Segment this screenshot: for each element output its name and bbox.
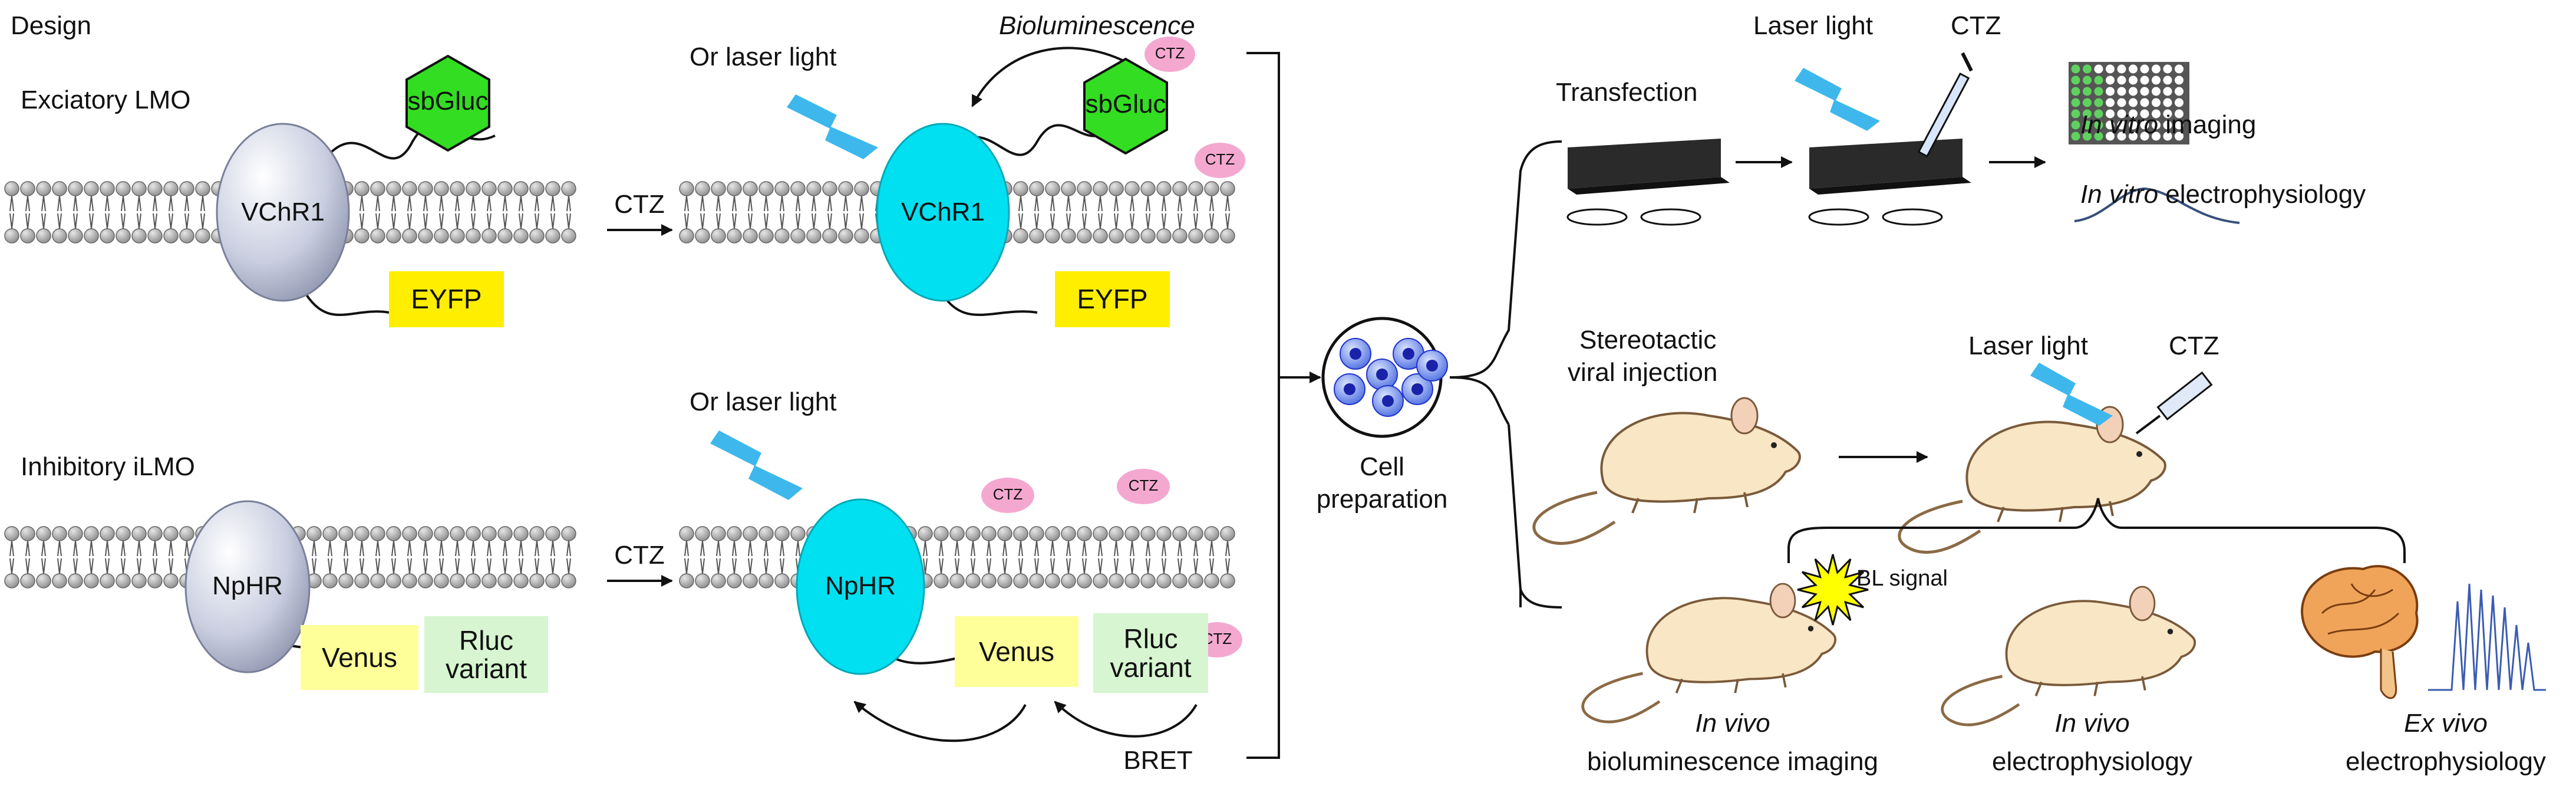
vitro-imaging-label: In vitro imaging (2080, 110, 2257, 139)
excitatory-title: Exciatory LMO (21, 86, 191, 114)
outcome-brace (1787, 498, 2406, 563)
sbgluc-active-label: sbGluc (1085, 90, 1166, 119)
ctz-molecule (981, 478, 1034, 513)
ctz-molecule (1195, 143, 1245, 178)
injection-label-line2: viral injection (1568, 358, 1718, 387)
mouse-icon (1532, 397, 1801, 545)
lightning-bolt-icon (710, 430, 803, 500)
eyfp-label: EYFP (411, 284, 482, 315)
vivo-imaging-subtitle: bioluminescence imaging (1587, 747, 1879, 776)
lightning-bolt-icon (2030, 363, 2113, 426)
rluc-label-line2: variant (1110, 652, 1192, 683)
bret-label: BRET (1123, 746, 1193, 775)
lightning-bolt-icon (1795, 68, 1880, 131)
cell-cluster (1334, 338, 1448, 417)
rluc-label-line1: Rluc (1123, 623, 1178, 655)
lipid-bilayer (679, 526, 1235, 588)
sbgluc-label: sbGluc (407, 87, 489, 116)
cell-prep-label-line2: preparation (1316, 485, 1448, 514)
well-plate-image (2069, 62, 2189, 144)
lipid-bilayer (679, 181, 1235, 244)
vchr1-channel-active (876, 123, 1010, 302)
lightning-bolt-icon (787, 94, 878, 159)
nphr-label: NpHR (212, 571, 283, 600)
injection-label-line1: Stereotactic (1579, 325, 1717, 354)
rluc-label-line2: variant (445, 653, 527, 684)
vivo-imaging-title: In vivo (1695, 709, 1770, 738)
multiwell-plate-stimulated (1795, 52, 1973, 226)
vchr1-label: VChR1 (241, 198, 325, 226)
inhibitory-on-panel (710, 430, 1242, 742)
inhibitory-ctz-label: CTZ (614, 541, 665, 570)
vitro-ephys-label: In vitro electrophysiology (2080, 180, 2366, 209)
vivo-ephys-title: In vivo (2054, 709, 2130, 738)
vitro-ctz-label: CTZ (1951, 11, 2001, 40)
venus-label: Venus (322, 642, 397, 673)
ephys-trace (2074, 187, 2240, 224)
exvivo-ephys-title: Ex vivo (2404, 709, 2488, 738)
eyfp-label: EYFP (1077, 284, 1148, 315)
excitatory-on-panel (787, 37, 1245, 316)
sbgluc-hexagon-active (1083, 57, 1168, 155)
vivo-ctz-label: CTZ (2169, 331, 2219, 360)
ctz-label: CTZ (1155, 44, 1185, 62)
mouse-icon (1581, 583, 1837, 724)
vchr1-channel-inactive (216, 123, 350, 302)
ctz-label: CTZ (992, 485, 1023, 503)
membranes (4, 181, 1235, 588)
vitro-laser-label: Laser light (1753, 11, 1874, 40)
spike-train-trace (2428, 583, 2546, 691)
bioluminescence-label: Bioluminescence (999, 11, 1195, 40)
bioluminescence-arrow (971, 47, 1132, 107)
eyfp-box-active: EYFP (1055, 271, 1170, 327)
mouse-icon (1898, 406, 2166, 554)
eyfp-box: EYFP (389, 271, 504, 327)
cell-prep-label-line1: Cell (1360, 452, 1404, 481)
exvivo-ephys-subtitle: electrophysiology (2346, 747, 2546, 776)
design-title: Design (11, 11, 91, 40)
branch-brace (1449, 140, 1562, 609)
excitatory-off-panel (216, 54, 496, 316)
ctz-label: CTZ (1128, 476, 1159, 494)
pipette-icon (1917, 52, 1973, 158)
vchr1-active-label: VChR1 (901, 198, 985, 226)
nphr-active-label: NpHR (825, 571, 896, 600)
nphr-channel-active (796, 498, 925, 675)
bl-signal-label: BL signal (1856, 566, 1948, 591)
multiwell-plate (1566, 139, 1730, 226)
vivo-laser-label: Laser light (1968, 331, 2089, 360)
laser-label: Or laser light (690, 387, 837, 416)
ctz-molecule (1117, 469, 1170, 504)
inhibitory-off-panel (184, 500, 384, 673)
merge-bracket (1246, 52, 1280, 759)
mouse-icon (1941, 586, 2196, 726)
transfection-label: Transfection (1556, 78, 1698, 107)
venus-label: Venus (979, 636, 1054, 667)
nphr-channel-inactive (184, 500, 311, 673)
bl-signal-burst-icon (1797, 554, 1869, 626)
venus-box: Venus (301, 625, 418, 690)
brain-icon (2301, 565, 2419, 699)
bret-arrow (853, 701, 1027, 742)
bret-arrow (1054, 701, 1198, 738)
excitatory-ctz-label: CTZ (614, 190, 665, 219)
venus-box-active: Venus (955, 616, 1078, 687)
ctz-label: CTZ (1205, 150, 1235, 168)
sbgluc-hexagon (405, 54, 490, 152)
syringe-icon (2135, 371, 2213, 435)
laser-label: Or laser light (690, 42, 837, 71)
ctz-molecule (1144, 37, 1195, 72)
rluc-label-line1: Rluc (459, 624, 513, 656)
inhibitory-title: Inhibitory iLMO (21, 452, 195, 481)
vivo-ephys-subtitle: electrophysiology (1992, 747, 2192, 776)
